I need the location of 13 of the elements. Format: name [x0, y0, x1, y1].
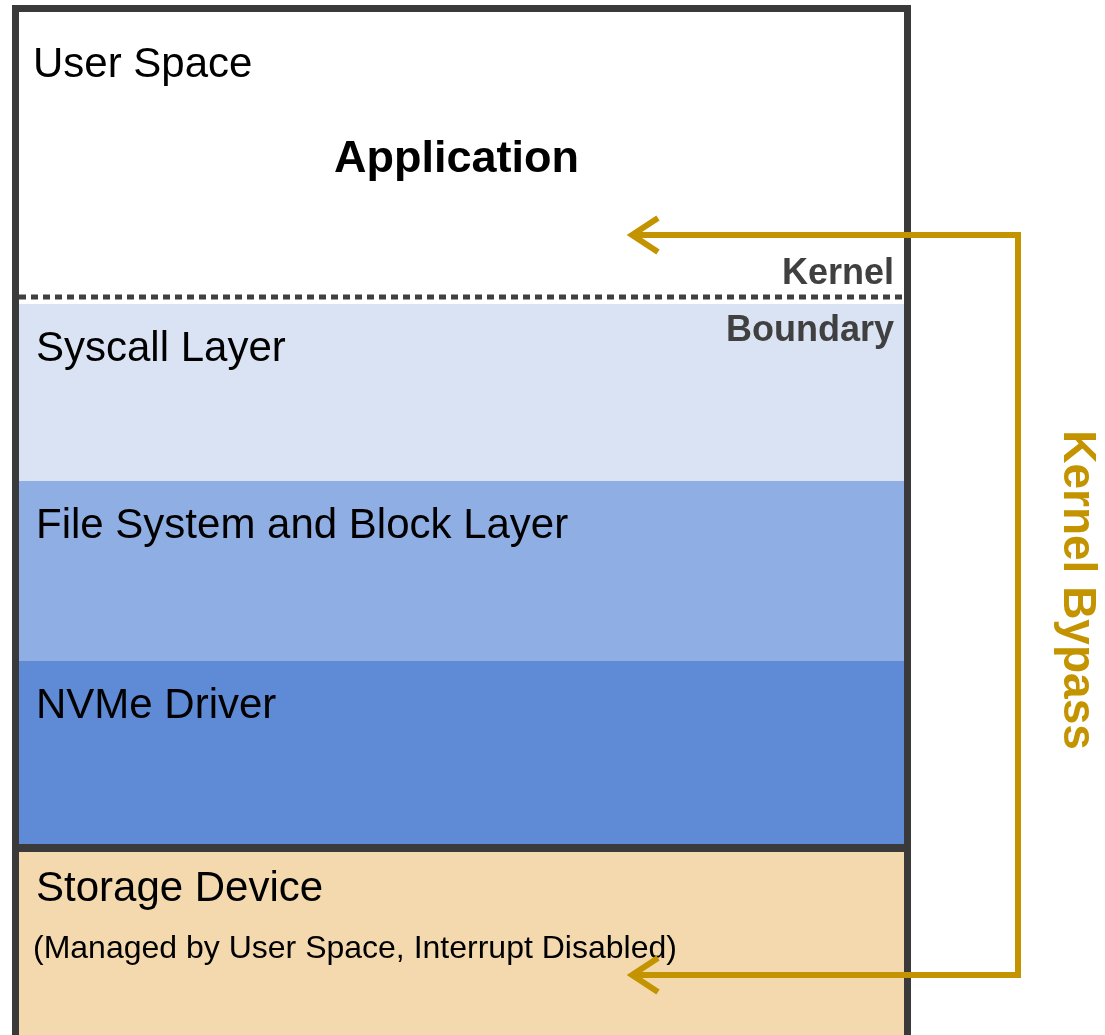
layer-title: Storage Device [36, 864, 324, 911]
layer-title: Syscall Layer [36, 324, 286, 371]
layer-band [19, 481, 904, 661]
layer-title: File System and Block Layer [36, 501, 569, 548]
layer-title: User Space [33, 40, 253, 87]
bypass-arrow [629, 215, 1021, 995]
layer-band [19, 844, 904, 1035]
layer-band [19, 304, 904, 481]
boundary-label: Kernel Boundary [725, 250, 894, 351]
layer-band [19, 661, 904, 844]
layer-heading: Application [333, 132, 580, 182]
layer-title: NVMe Driver [36, 681, 277, 728]
layer-note: (Managed by User Space, Interrupt Disabled) [33, 930, 677, 966]
